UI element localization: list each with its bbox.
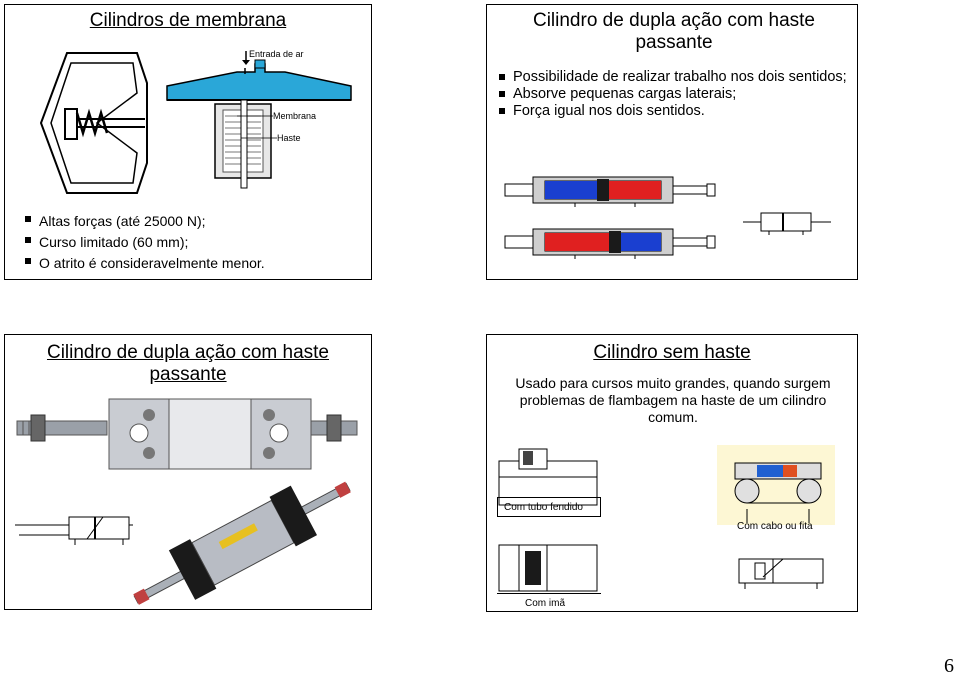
cable-caption: Com cabo ou fita [737, 521, 813, 532]
bullet-item: Altas forças (até 25000 N); [23, 211, 363, 232]
membrane-cylinder-diagram [39, 52, 148, 194]
slide3-title: Cilindro de dupla ação com haste passant… [46, 342, 329, 385]
slide1-bullets: Altas forças (até 25000 N); Curso limita… [23, 211, 363, 274]
magnet-diagram [498, 544, 598, 592]
magnet-caption-box: Com imã [497, 593, 601, 614]
slide-through-rod-photos: Cilindro de dupla ação com haste passant… [4, 334, 372, 610]
bullet-item: Absorve pequenas cargas laterais; [497, 86, 847, 103]
bullet-item: Força igual nos dois sentidos. [497, 103, 847, 120]
label-leaders [237, 115, 277, 139]
cylinder-photo-bottom [133, 481, 351, 605]
cylinder-photo-top [16, 398, 358, 470]
cylinder-section-diagram-top [504, 176, 716, 207]
bullet-item: O atrito é consideravelmente menor. [23, 253, 363, 274]
bullet-item: Curso limitado (60 mm); [23, 232, 363, 253]
slotted-tube-caption: Com tubo fendido [504, 502, 583, 513]
cylinder-section-diagram-bottom [504, 228, 716, 259]
through-rod-symbol-icon [15, 516, 133, 545]
slide-membrane-cylinder: Cilindros de membrana Entrada de ar Memb… [4, 4, 372, 280]
slotted-tube-caption-box: Com tubo fendido [497, 497, 601, 517]
double-acting-symbol-icon [743, 212, 831, 235]
slide4-title: Cilindro sem haste [593, 342, 751, 363]
slide2-title: Cilindro de dupla ação com haste passant… [532, 10, 815, 53]
cable-belt-diagram [717, 445, 835, 525]
air-inlet-label: Entrada de ar [249, 49, 304, 59]
slide2-bullets: Possibilidade de realizar trabalho nos d… [497, 69, 847, 120]
magnet-caption: Com imã [525, 598, 566, 609]
rodless-symbol-icon [738, 558, 824, 589]
slide-double-acting-through-rod: Cilindro de dupla ação com haste passant… [486, 4, 858, 280]
page-number: 6 [944, 655, 954, 677]
membrane-label: Membrana [273, 111, 317, 121]
slide4-description: Usado para cursos muito grandes, quando … [515, 375, 831, 425]
bullet-item: Possibilidade de realizar trabalho nos d… [497, 69, 847, 86]
air-inlet-arrow-icon [242, 51, 250, 65]
slide-rodless-cylinder: Cilindro sem haste Usado para cursos mui… [486, 334, 858, 612]
slide1-title: Cilindros de membrana [89, 10, 287, 31]
rod-label: Haste [277, 133, 301, 143]
